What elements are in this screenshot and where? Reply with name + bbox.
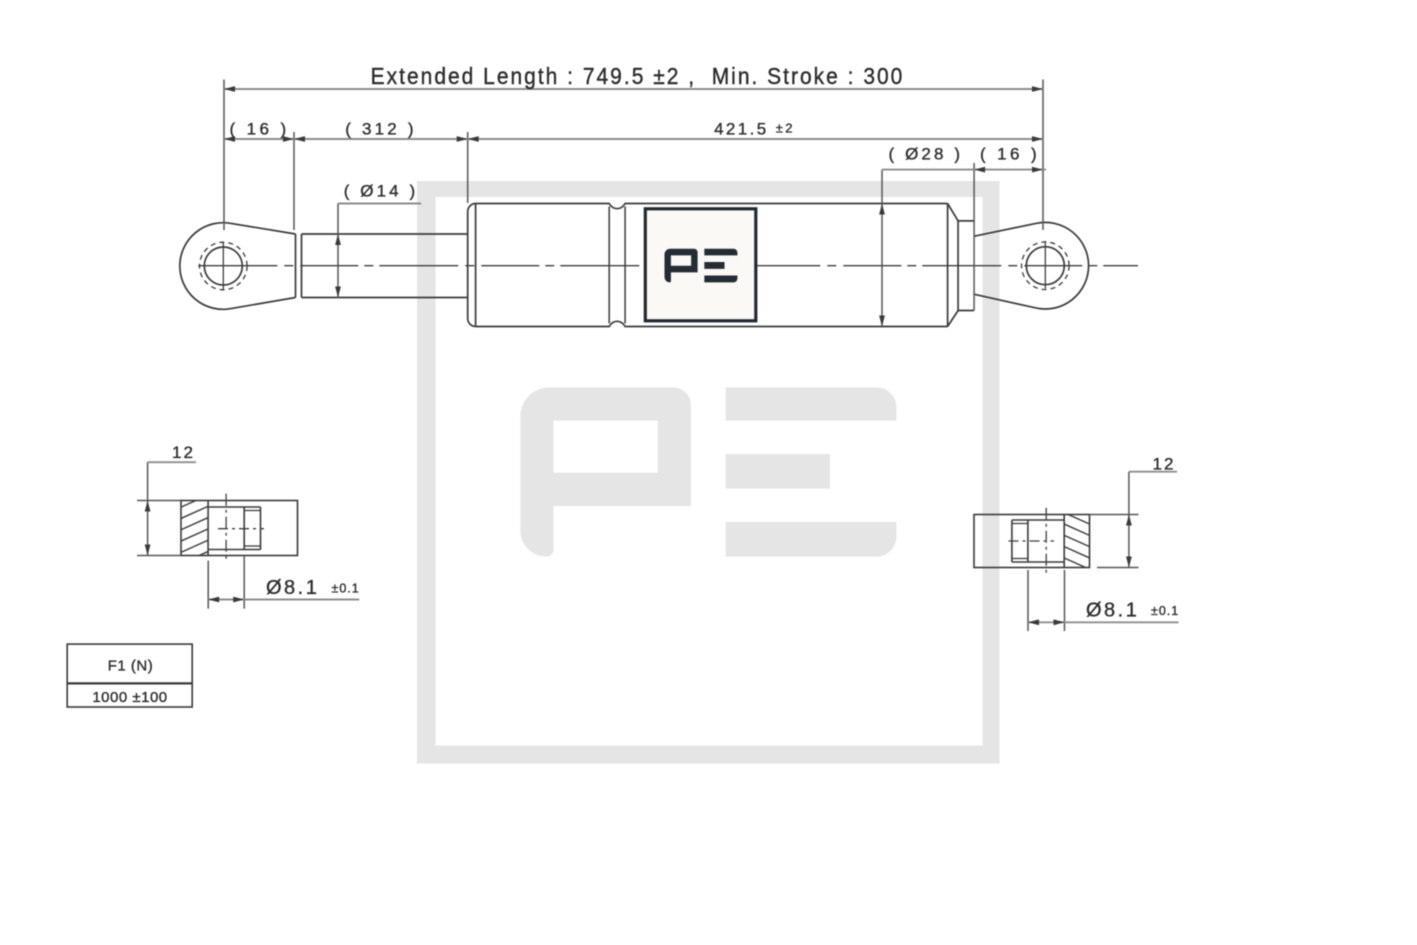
svg-text:Ø8.1: Ø8.1 [266, 577, 319, 599]
svg-text:Extended Length : 749.5 ±2 ,: Extended Length : 749.5 ±2 , Min. Stroke… [371, 63, 905, 89]
svg-text:( 16 ): ( 16 ) [229, 120, 289, 139]
svg-text:F1 (N): F1 (N) [108, 658, 154, 675]
svg-text:1000 ±100: 1000 ±100 [92, 689, 167, 706]
svg-text:( Ø28 ): ( Ø28 ) [888, 145, 963, 164]
svg-text:12: 12 [1153, 455, 1176, 474]
svg-text:( 312 ): ( 312 ) [345, 120, 417, 139]
svg-text:12: 12 [172, 443, 195, 462]
svg-text:±0.1: ±0.1 [1151, 604, 1179, 618]
svg-text:421.5 ±2: 421.5 ±2 [714, 120, 795, 139]
svg-text:±0.1: ±0.1 [332, 582, 360, 596]
svg-text:Ø8.1: Ø8.1 [1086, 600, 1139, 622]
svg-text:( Ø14 ): ( Ø14 ) [344, 182, 419, 201]
svg-text:( 16 ): ( 16 ) [980, 145, 1040, 164]
